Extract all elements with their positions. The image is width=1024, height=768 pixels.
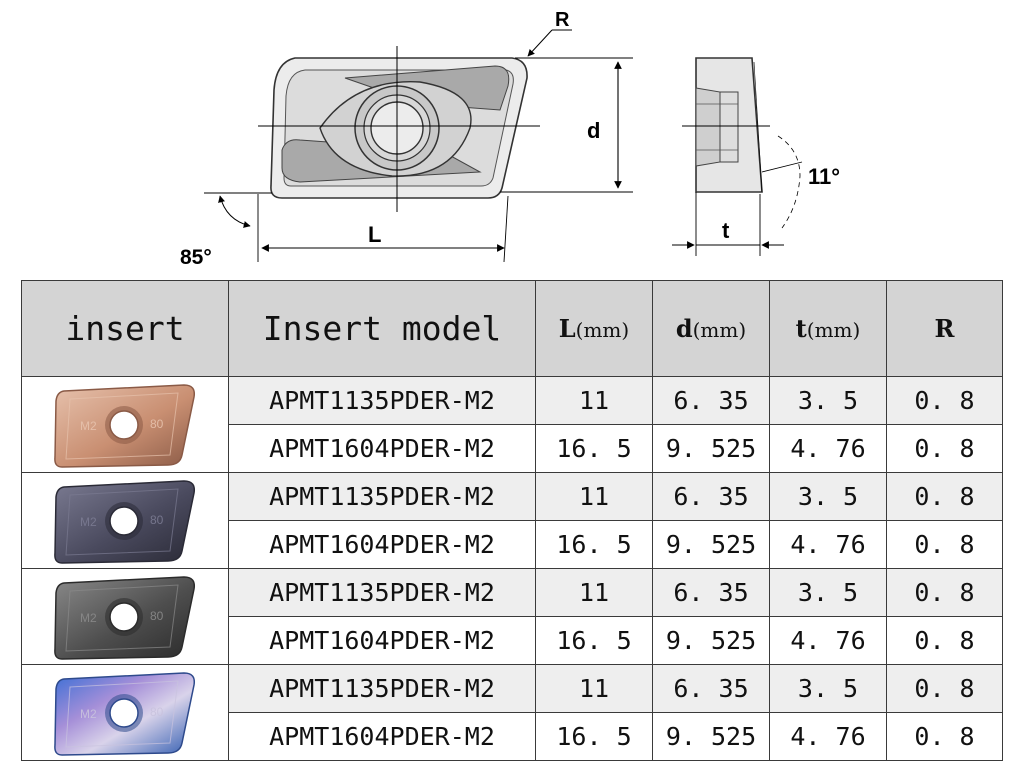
- svg-text:80: 80: [150, 417, 164, 431]
- cell-d: 6. 35: [652, 664, 770, 713]
- cell-t: 4. 76: [769, 424, 887, 473]
- cell-R: 0. 8: [886, 472, 1003, 521]
- cell-insert-model: APMT1135PDER-M2: [228, 664, 536, 713]
- cell-d: 6. 35: [652, 472, 770, 521]
- header-d: d(mm): [652, 280, 770, 377]
- dim-label-L: L: [368, 222, 381, 247]
- cell-insert-model: APMT1604PDER-M2: [228, 712, 536, 761]
- svg-text:M2: M2: [80, 707, 97, 721]
- insert-photo-cell: M2 80: [21, 568, 229, 665]
- cell-d: 6. 35: [652, 568, 770, 617]
- cell-t: 3. 5: [769, 472, 887, 521]
- cell-insert-model: APMT1604PDER-M2: [228, 424, 536, 473]
- cell-L: 16. 5: [535, 424, 653, 473]
- cell-insert-model: APMT1135PDER-M2: [228, 472, 536, 521]
- svg-text:80: 80: [150, 513, 164, 527]
- header-R: R: [886, 280, 1003, 377]
- cell-d: 9. 525: [652, 712, 770, 761]
- cell-d: 9. 525: [652, 616, 770, 665]
- cell-L: 11: [535, 664, 653, 713]
- cell-L: 11: [535, 376, 653, 425]
- cell-insert-model: APMT1604PDER-M2: [228, 616, 536, 665]
- cell-t: 3. 5: [769, 664, 887, 713]
- cell-L: 16. 5: [535, 616, 653, 665]
- cell-R: 0. 8: [886, 376, 1003, 425]
- cell-L: 16. 5: [535, 712, 653, 761]
- header-insert-model: Insert model: [228, 280, 536, 377]
- cell-L: 11: [535, 472, 653, 521]
- svg-text:M2: M2: [80, 611, 97, 625]
- cell-L: 16. 5: [535, 520, 653, 569]
- table-header-row: insert Insert model L(mm) d(mm) t(mm) R: [21, 280, 1003, 377]
- angle-label-11: 11°: [808, 164, 840, 189]
- insert-photo-cell: M2 80: [21, 472, 229, 569]
- insert-photo-cell: M2 80: [21, 664, 229, 761]
- cell-R: 0. 8: [886, 664, 1003, 713]
- cell-R: 0. 8: [886, 520, 1003, 569]
- insert-photo-cell: M2 80: [21, 376, 229, 473]
- cell-t: 3. 5: [769, 376, 887, 425]
- cell-insert-model: APMT1135PDER-M2: [228, 568, 536, 617]
- insert-photo-rainbow: M2 80: [54, 671, 196, 756]
- svg-text:80: 80: [150, 705, 164, 719]
- cell-t: 4. 76: [769, 616, 887, 665]
- cell-insert-model: APMT1604PDER-M2: [228, 520, 536, 569]
- cell-insert-model: APMT1135PDER-M2: [228, 376, 536, 425]
- insert-photo-dark-purple: M2 80: [54, 479, 196, 564]
- cell-R: 0. 8: [886, 712, 1003, 761]
- dim-label-d: d: [587, 118, 600, 143]
- angle-label-85: 85°: [180, 246, 212, 269]
- cell-t: 3. 5: [769, 568, 887, 617]
- cell-d: 9. 525: [652, 424, 770, 473]
- svg-text:80: 80: [150, 609, 164, 623]
- top-view: R d L 85°: [180, 9, 633, 269]
- insert-photo-copper: M2 80: [54, 383, 196, 468]
- dim-label-t: t: [722, 218, 730, 243]
- insert-spec-table: insert Insert model L(mm) d(mm) t(mm) R …: [21, 280, 1003, 761]
- cell-R: 0. 8: [886, 616, 1003, 665]
- cell-t: 4. 76: [769, 712, 887, 761]
- cell-d: 9. 525: [652, 520, 770, 569]
- cell-R: 0. 8: [886, 424, 1003, 473]
- svg-text:M2: M2: [80, 419, 97, 433]
- cell-d: 6. 35: [652, 376, 770, 425]
- dim-label-R: R: [555, 9, 570, 31]
- cell-t: 4. 76: [769, 520, 887, 569]
- side-view: 11° t: [672, 57, 840, 256]
- header-t: t(mm): [769, 280, 887, 377]
- header-insert: insert: [21, 280, 229, 377]
- insert-photo-dark-grey: M2 80: [54, 575, 196, 660]
- header-L: L(mm): [535, 280, 653, 377]
- cell-R: 0. 8: [886, 568, 1003, 617]
- insert-technical-drawing: R d L 85° 11° t: [180, 9, 840, 269]
- svg-text:M2: M2: [80, 515, 97, 529]
- cell-L: 11: [535, 568, 653, 617]
